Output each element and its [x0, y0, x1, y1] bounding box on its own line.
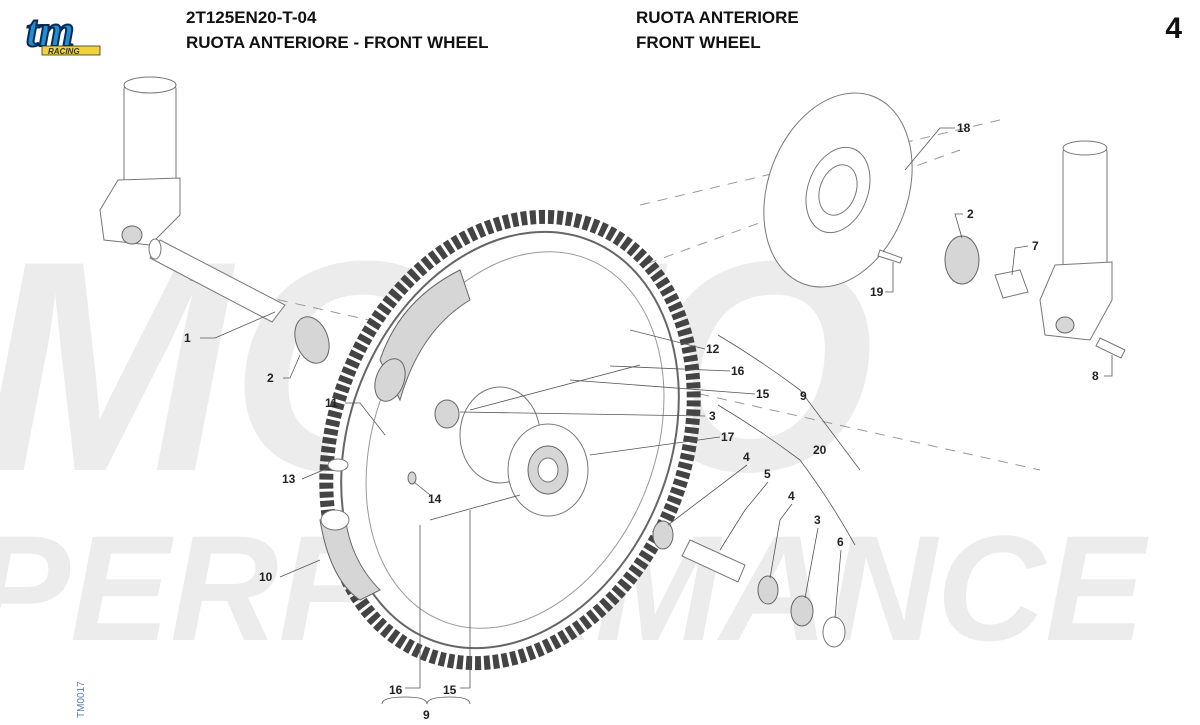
callout-7: 7 [1032, 239, 1039, 253]
callout-2: 2 [267, 371, 274, 385]
callout-16-bottom: 16 [389, 683, 403, 697]
callout-6: 6 [837, 535, 844, 549]
callout-20: 20 [813, 443, 827, 457]
spacer-5 [681, 539, 746, 583]
title-english: FRONT WHEEL [636, 33, 761, 52]
callout-10: 10 [259, 570, 273, 584]
valve-13 [327, 458, 349, 472]
callout-3: 3 [709, 409, 716, 423]
seal-2-left [294, 316, 330, 364]
group-20-bracket [717, 404, 856, 546]
nut-14 [407, 471, 417, 485]
callout-1: 1 [184, 331, 191, 345]
callout-3b: 3 [814, 513, 821, 527]
front-wheel [319, 209, 701, 671]
callout-17: 17 [721, 430, 735, 444]
title-left: RUOTA ANTERIORE - FRONT WHEEL [186, 33, 489, 52]
bolt-8 [1095, 337, 1126, 359]
bolt-19 [877, 249, 903, 264]
leader-lines [200, 127, 1113, 689]
bearing-3 [434, 399, 460, 429]
callout-8: 8 [1092, 369, 1099, 383]
title-italian: RUOTA ANTERIORE [636, 8, 799, 27]
group-9-bottom-brace [381, 696, 471, 705]
callout-2-right: 2 [967, 207, 974, 221]
callout-4b: 4 [788, 489, 795, 503]
bearing-3b [790, 595, 814, 627]
left-fork [99, 76, 181, 246]
callout-4: 4 [743, 450, 750, 464]
part-code: 2T125EN20-T-04 [186, 8, 317, 27]
tm-racing-logo: tm RACING [25, 4, 101, 57]
callout-16: 16 [731, 364, 745, 378]
washer-4 [652, 520, 674, 550]
right-fork [1039, 140, 1113, 341]
callout-5: 5 [764, 467, 771, 481]
circlip-6 [822, 616, 846, 648]
callout-9: 9 [800, 389, 807, 403]
svg-text:RACING: RACING [48, 47, 80, 56]
callout-19: 19 [870, 285, 884, 299]
washer-4b [757, 575, 779, 605]
callout-18: 18 [957, 121, 971, 135]
page-number: 4 [1165, 12, 1182, 45]
callout-9-bottom: 9 [423, 708, 430, 722]
callout-13: 13 [282, 472, 296, 486]
seal-2-right [944, 235, 980, 285]
callout-15: 15 [756, 387, 770, 401]
callout-12: 12 [706, 342, 720, 356]
drawing-code: TM0017 [76, 681, 87, 718]
callout-11: 11 [325, 396, 338, 410]
group-9-bracket [717, 334, 861, 471]
axle-1 [148, 238, 286, 323]
callout-14: 14 [428, 492, 442, 506]
brake-disc [763, 92, 913, 288]
callout-15-bottom: 15 [443, 683, 457, 697]
spacer-7 [994, 269, 1029, 299]
